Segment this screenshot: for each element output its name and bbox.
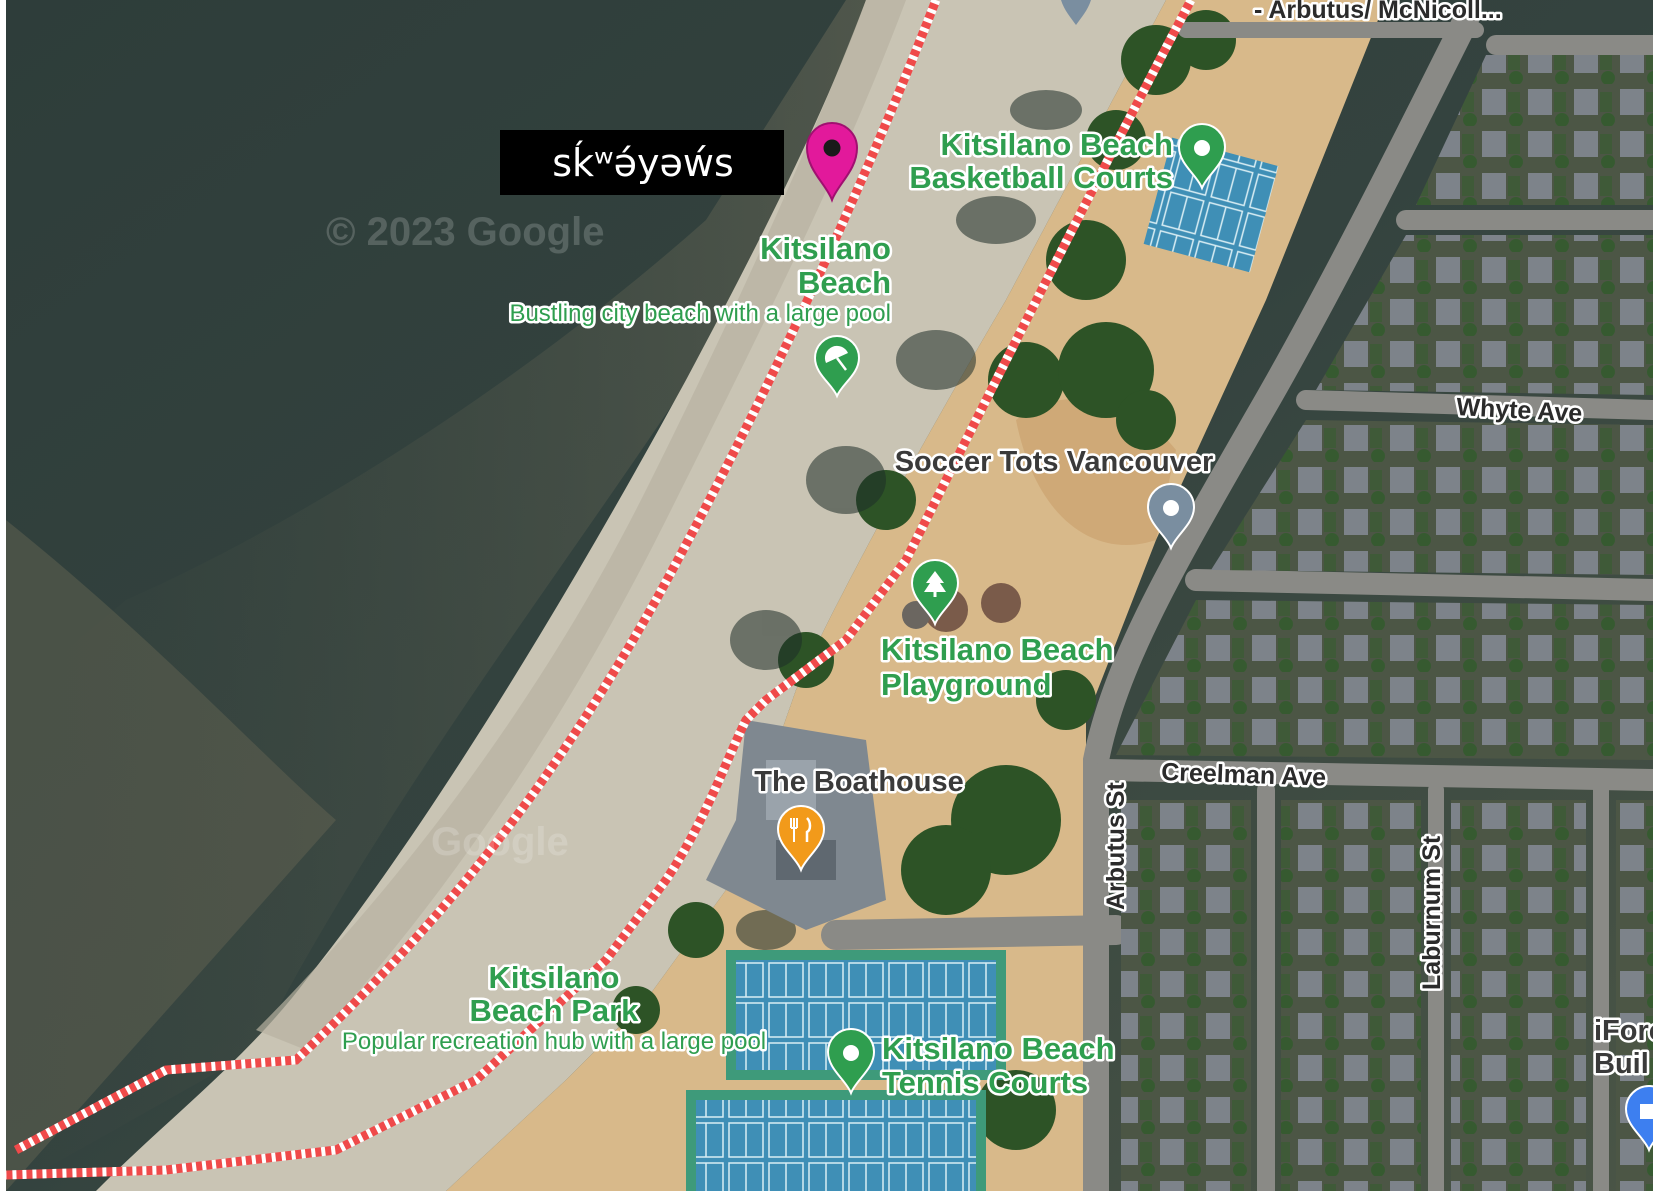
custom-place-label: sḱʷə́yəẃs <box>500 130 784 195</box>
poi-soccer-tots[interactable]: Soccer Tots Vancouver <box>892 444 1216 551</box>
basketball-court <box>1143 137 1279 273</box>
park-boundary <box>6 0 1195 1180</box>
satellite-map[interactable]: © 2023 Google Google sḱʷə́yəẃs Kitsilano… <box>6 0 1653 1191</box>
svg-text:Popular recreation hub with a: Popular recreation hub with a large pool <box>342 1028 766 1055</box>
poi-boathouse[interactable]: The Boathouse <box>752 764 966 873</box>
svg-text:Kitsilano Beach: Kitsilano Beach <box>940 127 1173 162</box>
svg-text:Basketball Courts: Basketball Courts <box>909 160 1173 195</box>
svg-text:sḱʷə́yəẃs: sḱʷə́yəẃs <box>552 141 734 185</box>
tennis-courts <box>686 950 1006 1191</box>
street-label-arbutus: Arbutus St <box>1102 782 1130 910</box>
poi-playground[interactable]: Kitsilano Beach Playground <box>879 559 1116 705</box>
dot-pin-icon <box>1177 123 1227 191</box>
street-label-top: - Arbutus/ McNicoll... <box>1254 0 1502 24</box>
street-label-whyte: Whyte Ave <box>1456 393 1583 428</box>
svg-text:The Boathouse: The Boathouse <box>754 766 963 798</box>
tree-icon <box>910 559 960 627</box>
poi-tennis-courts[interactable]: Kitsilano Beach Tennis Courts <box>826 1028 1117 1103</box>
street-label-laburnum: Laburnum St <box>1418 835 1446 990</box>
svg-text:Kitsilano Beach: Kitsilano Beach <box>881 632 1114 667</box>
poi-kitsilano-beach[interactable]: Kitsilano Beach Bustling city beach with… <box>507 229 894 399</box>
svg-text:Beach: Beach <box>798 265 891 300</box>
dot-pin-icon <box>1146 483 1196 551</box>
residential-blocks <box>1116 55 1653 1191</box>
svg-text:Soccer Tots Vancouver: Soccer Tots Vancouver <box>895 446 1214 478</box>
svg-text:Bustling city beach with a lar: Bustling city beach with a large pool <box>509 300 891 327</box>
map-watermark: © 2023 Google <box>326 210 604 254</box>
shopping-bag-icon <box>1624 1085 1653 1153</box>
map-watermark-2: Google <box>431 820 569 864</box>
svg-text:Kitsilano: Kitsilano <box>760 231 891 266</box>
svg-text:Kitsilano Beach: Kitsilano Beach <box>882 1031 1115 1066</box>
tree-shadows <box>730 90 1082 950</box>
poi-beach-park[interactable]: Kitsilano Beach Park Popular recreation … <box>339 958 768 1058</box>
dot-pin-icon <box>826 1028 876 1096</box>
roads <box>821 7 1653 1191</box>
svg-text:Buil: Buil <box>1594 1048 1649 1080</box>
poi-iforce[interactable]: iForc Buil <box>1592 1013 1653 1153</box>
svg-text:Beach Park: Beach Park <box>470 993 640 1028</box>
sand-beach <box>96 0 1166 1191</box>
svg-text:iForc: iForc <box>1594 1015 1653 1047</box>
partial-pin-icon[interactable] <box>1061 0 1091 25</box>
fork-knife-icon <box>776 805 826 873</box>
svg-text:Tennis Courts: Tennis Courts <box>882 1065 1088 1100</box>
poi-basketball-courts[interactable]: Kitsilano Beach Basketball Courts <box>907 123 1227 198</box>
park-trees <box>612 10 1236 1150</box>
street-label-creelman: Creelman Ave <box>1161 758 1327 792</box>
svg-text:Playground: Playground <box>881 667 1052 702</box>
svg-text:Kitsilano: Kitsilano <box>489 960 620 995</box>
beach-umbrella-icon <box>813 335 861 399</box>
custom-map-pin-icon[interactable] <box>805 122 859 203</box>
